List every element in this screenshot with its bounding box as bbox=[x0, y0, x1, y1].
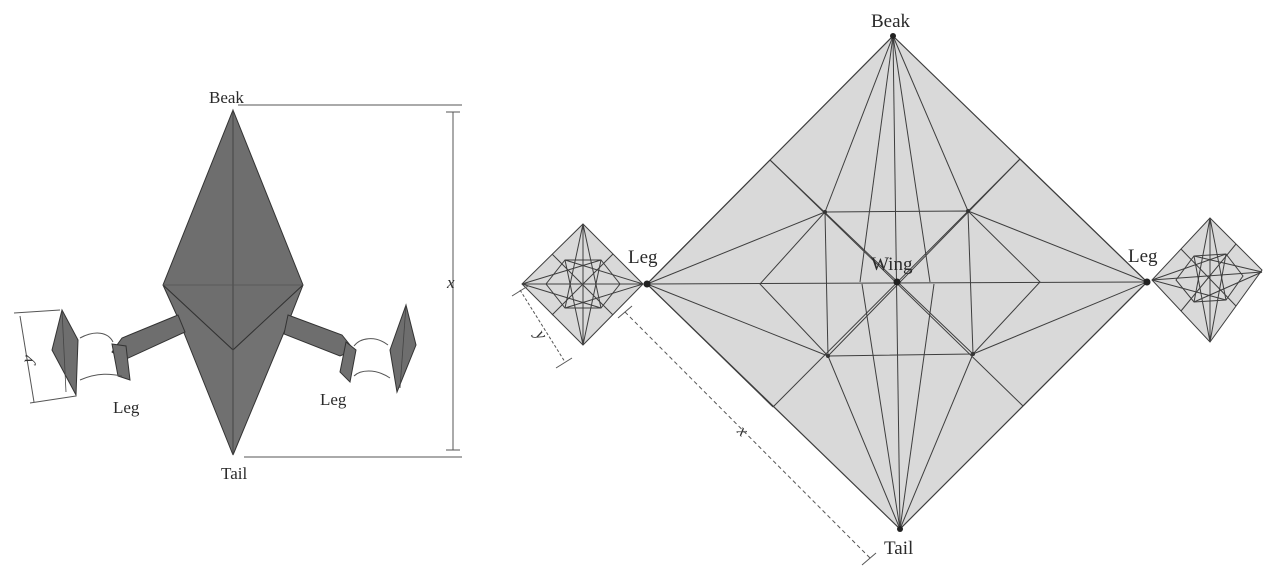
right-flap bbox=[354, 305, 416, 392]
left-leg-label-folded: Leg bbox=[113, 398, 140, 417]
height-var-label: x bbox=[446, 273, 455, 292]
model-body bbox=[163, 110, 303, 455]
right-leg-label-crease: Leg bbox=[1128, 246, 1158, 267]
left-leg-label-crease: Leg bbox=[628, 247, 658, 268]
left-flap bbox=[52, 310, 122, 395]
right-leg-label-folded: Leg bbox=[320, 390, 347, 409]
tail-label-crease: Tail bbox=[884, 538, 913, 559]
beak-label-folded: Beak bbox=[209, 88, 244, 107]
beak-label-crease: Beak bbox=[871, 11, 911, 32]
left-leg-vertex bbox=[644, 281, 651, 288]
right-small-square bbox=[1152, 218, 1262, 342]
left-small-square bbox=[522, 224, 643, 345]
small-edge-var-label: y bbox=[530, 324, 551, 343]
wing-vertex bbox=[894, 279, 901, 286]
crease-pattern: y x Beak Tail Wing Leg Leg bbox=[512, 11, 1262, 565]
main-square bbox=[644, 33, 1151, 532]
flap-var-label: y bbox=[17, 353, 37, 366]
beak-vertex bbox=[890, 33, 896, 39]
wing-label-crease: Wing bbox=[871, 254, 913, 275]
tail-label-folded: Tail bbox=[221, 464, 247, 483]
right-leg-vertex bbox=[1144, 279, 1151, 286]
folded-model: x bbox=[14, 88, 462, 483]
tail-vertex bbox=[897, 526, 903, 532]
